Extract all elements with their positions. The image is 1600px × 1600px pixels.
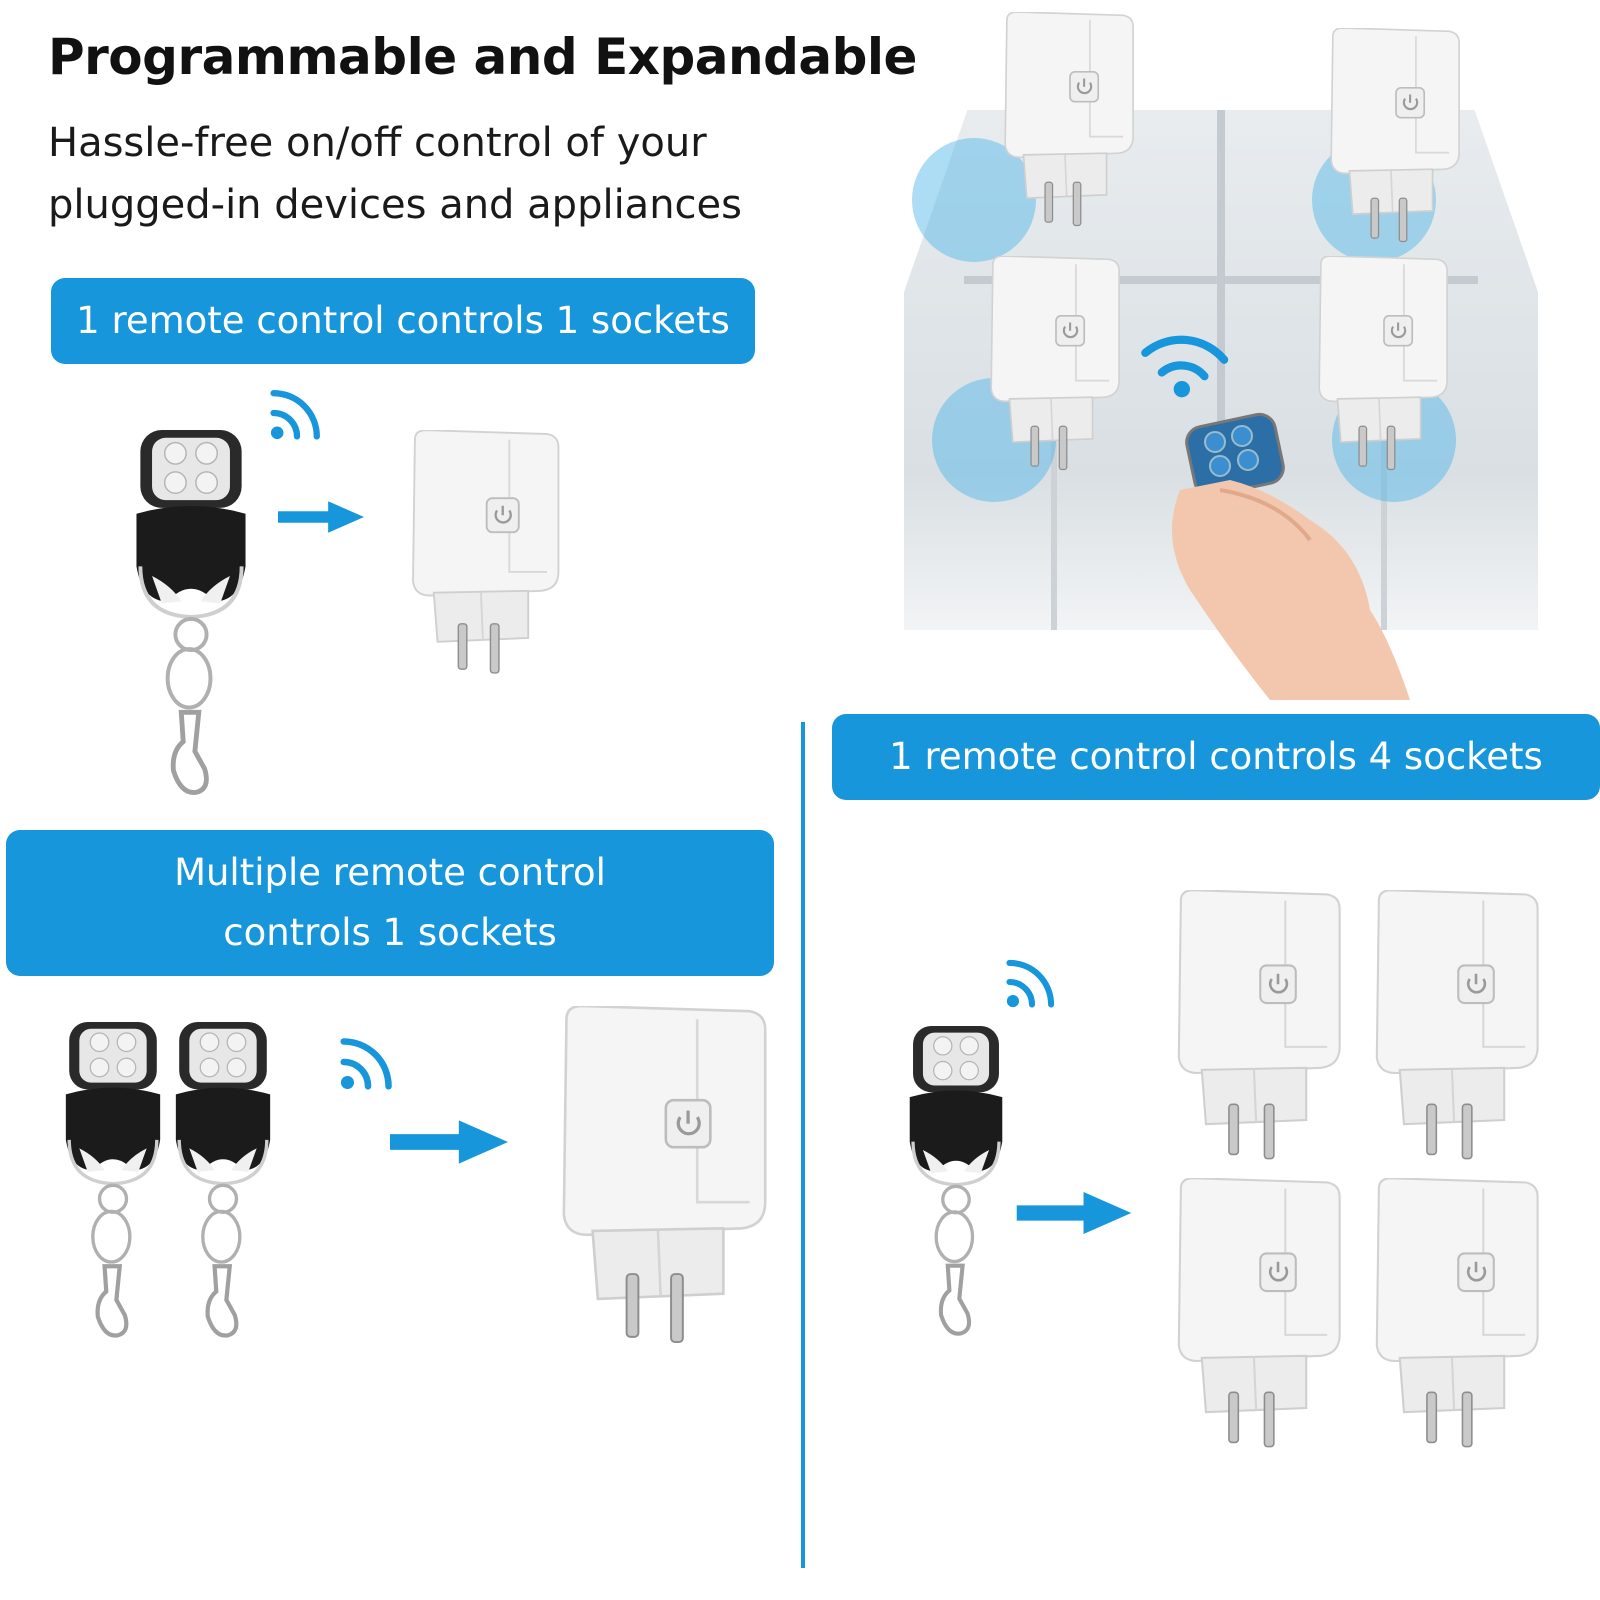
smart-socket bbox=[411, 430, 560, 675]
smart-socket-3 bbox=[1177, 1178, 1341, 1448]
wifi-signal-icon bbox=[340, 1034, 396, 1090]
arrow-right-icon bbox=[1016, 1192, 1132, 1234]
section-divider bbox=[801, 722, 805, 1568]
arrow-right-icon bbox=[390, 1120, 508, 1164]
hand-holding-remote bbox=[1172, 412, 1410, 700]
remote-control bbox=[906, 1026, 1006, 1340]
scene-socket-2 bbox=[1330, 28, 1461, 243]
wifi-signal-icon bbox=[270, 386, 324, 440]
remote-control bbox=[132, 430, 250, 800]
smart-socket bbox=[562, 1006, 767, 1344]
wifi-signal-icon bbox=[1006, 956, 1058, 1008]
banner-multiple-remotes-one-socket: Multiple remote control controls 1 socke… bbox=[6, 830, 774, 976]
scene-socket-3 bbox=[990, 256, 1121, 471]
scene-socket-1 bbox=[1004, 12, 1135, 227]
smart-socket-4 bbox=[1375, 1178, 1539, 1448]
page-subtitle: Hassle-free on/off control of your plugg… bbox=[48, 120, 742, 228]
banner-one-remote-four-sockets: 1 remote control controls 4 sockets bbox=[832, 714, 1600, 800]
remote-control-2 bbox=[172, 1022, 274, 1342]
smart-socket-2 bbox=[1375, 890, 1539, 1160]
smart-socket-1 bbox=[1177, 890, 1341, 1160]
banner-one-remote-one-socket: 1 remote control controls 1 sockets bbox=[51, 278, 755, 364]
page-title: Programmable and Expandable bbox=[48, 28, 917, 86]
arrow-right-icon bbox=[278, 501, 364, 533]
remote-control-1 bbox=[62, 1022, 164, 1342]
